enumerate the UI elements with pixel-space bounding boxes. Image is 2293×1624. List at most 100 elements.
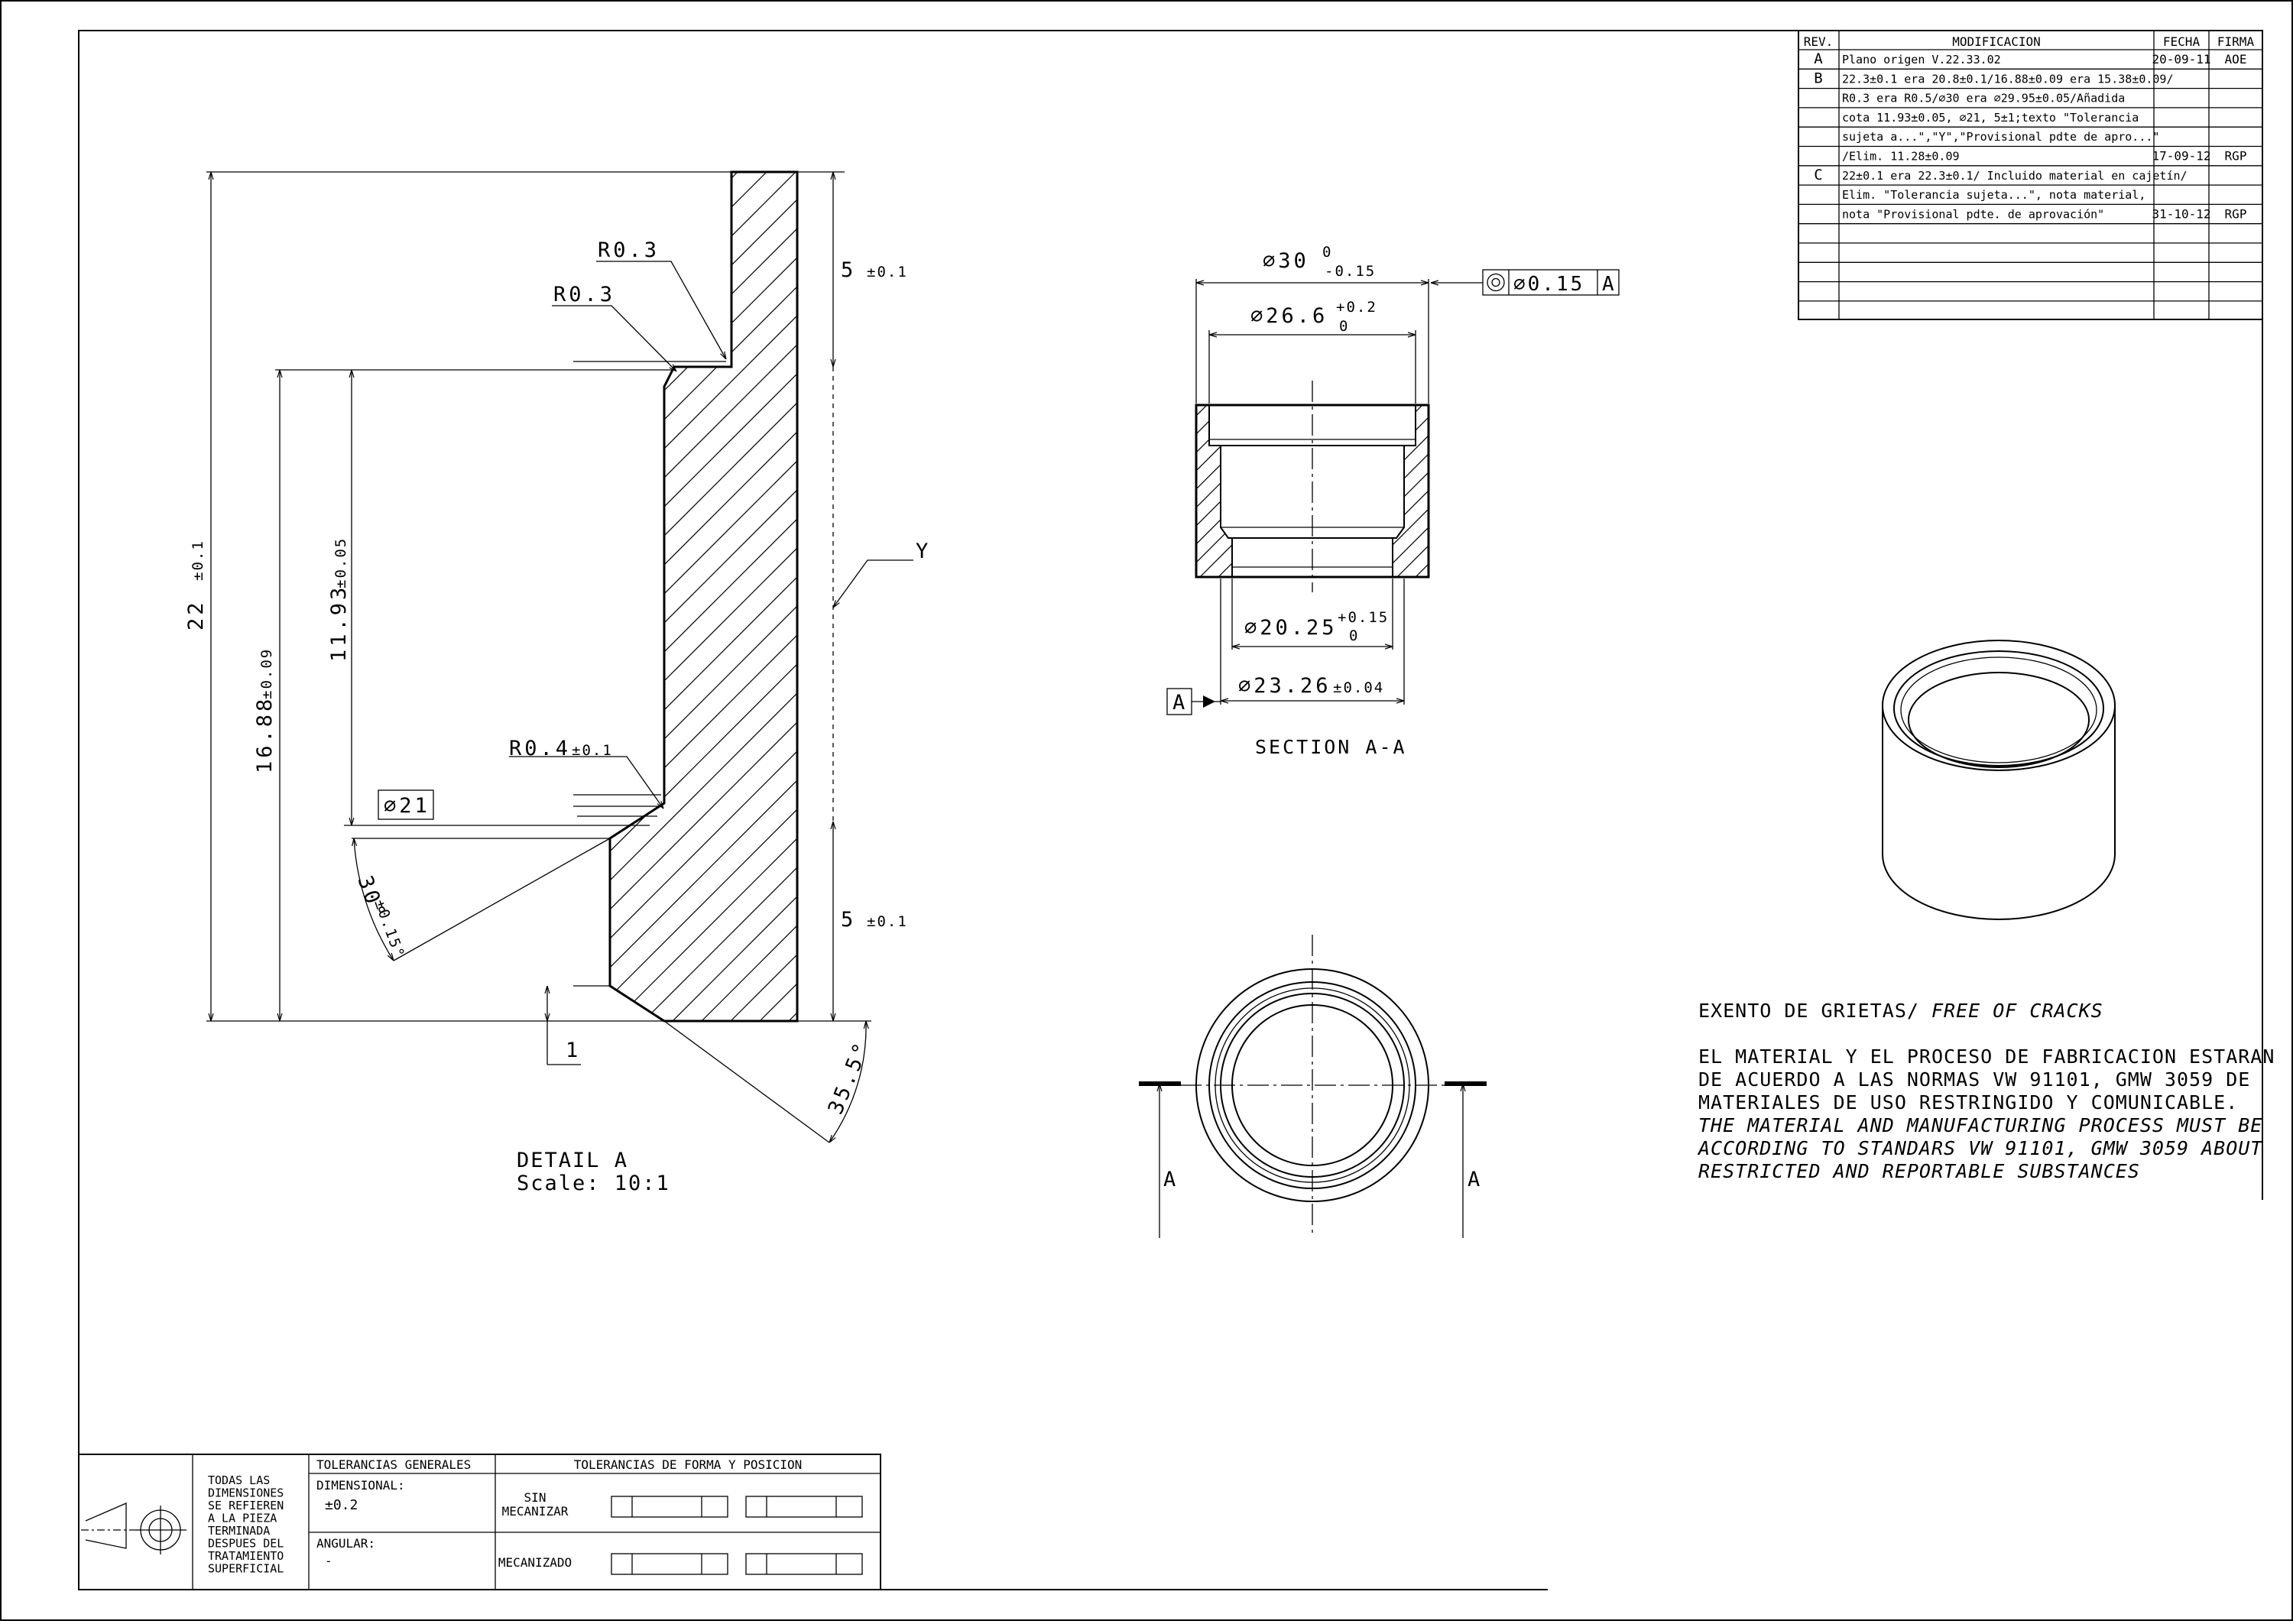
hatch-line (1196, 405, 1232, 577)
hatch-line (1503, 401, 1683, 581)
hatch-line (1393, 405, 1429, 577)
hatch-line (1134, 168, 1990, 1024)
isometric-view (1882, 640, 2116, 920)
general-tol-header: TOLERANCIAS GENERALES (316, 1457, 471, 1472)
hatch-line (1196, 405, 1211, 577)
firma-header: FIRMA (2217, 34, 2255, 49)
revision-text: nota "Provisional pdte. de aprovación" (1842, 207, 2104, 221)
revision-text: cota 11.93±0.05, ⌀21, 5±1;texto "Toleran… (1842, 111, 2139, 125)
iso-top-outer (1882, 640, 2116, 771)
revision-signature: AOE (2225, 52, 2247, 66)
dim-5-top-tol: ±0.1 (867, 264, 908, 280)
note-cracks-en: FREE OF CRACKS (1931, 1000, 2103, 1022)
modificacion-header: MODIFICACION (1952, 34, 2041, 49)
hatch-line (640, 172, 797, 1021)
hatch-line (1393, 405, 1429, 577)
hatch-line (1393, 405, 1429, 577)
hatch-line (989, 168, 1845, 1024)
hatch-line (1221, 168, 2077, 1024)
radius-r03-mid: R0.3 (553, 283, 615, 306)
hatch-line (1570, 168, 2293, 1024)
hatch-line (1393, 405, 1427, 577)
hatch-line (1522, 401, 1701, 581)
iso-body (1882, 705, 2116, 920)
section-title: SECTION A-A (1255, 736, 1407, 758)
hatch-line (1393, 405, 1429, 577)
hatch-line (1657, 168, 2293, 1024)
hatch-line (756, 172, 797, 1021)
hatch-line (610, 172, 797, 1021)
cut-label-left: A (1163, 1168, 1176, 1191)
hatch-line (610, 172, 797, 1021)
hatch-line (1279, 168, 2136, 1024)
detail-a: 22 ±0.1 16.88 ±0.09 11.93 ±0.05 5 ±0.1 5… (184, 168, 2293, 1195)
hatch-line (1018, 168, 1874, 1024)
revision-text: Elim. "Tolerancia sujeta...", nota mater… (1842, 188, 2145, 202)
hatch-line (1309, 168, 2165, 1024)
hatch-line (1540, 401, 1720, 581)
hatch-line (1306, 401, 1486, 581)
dia26-6-upper: +0.2 (1336, 299, 1377, 316)
hatch-line (610, 172, 797, 1021)
surface-note-line: DESPUES DEL (208, 1537, 284, 1551)
revision-date: 20-09-11 (2152, 52, 2210, 66)
note-cracks: EXENTO DE GRIETAS/ FREE OF CRACKS (1698, 1000, 2103, 1023)
y-label: Y (916, 540, 931, 563)
hatch-line (610, 172, 797, 1021)
concentricity-frame (1482, 269, 1620, 296)
detail-title: DETAIL A (517, 1149, 628, 1172)
revision-row: Elim. "Tolerancia sujeta...", nota mater… (1842, 188, 2145, 202)
revision-signature: RGP (2225, 149, 2247, 164)
hatch-line (1192, 168, 2048, 1024)
hatch-line (1047, 168, 1903, 1024)
hatch-line (1196, 405, 1230, 577)
hatch-line (1338, 168, 2194, 1024)
hatch-line (611, 172, 797, 1021)
hatch-line (1325, 401, 1504, 581)
dim-11-93-tol: ±0.05 (332, 537, 349, 588)
revision-row: /Elim. 11.28±0.09 17-09-12 RGP (1842, 149, 2246, 164)
dia20-25-upper: +0.15 (1338, 609, 1389, 626)
hatch-line (1467, 401, 1646, 581)
revision-rev: A (1814, 50, 1823, 67)
revision-text: 22±0.1 era 22.3±0.1/ Incluido material e… (1842, 169, 2188, 183)
hatch-line (1599, 168, 2293, 1024)
hatch-line (610, 172, 797, 1021)
hatch-line (1076, 168, 1932, 1024)
hatch-line (1430, 401, 1610, 581)
hatch-line (1013, 401, 1192, 581)
dia26-6-lower: 0 (1339, 318, 1349, 335)
note-material-es-1: EL MATERIAL Y EL PROCESO DE FABRICACION … (1698, 1045, 2275, 1068)
dia21-box (378, 789, 434, 820)
hatch-line (1398, 401, 1578, 581)
revision-text: /Elim. 11.28±0.09 (1842, 150, 1960, 164)
mecanizado-label: MECANIZADO (498, 1555, 572, 1570)
revision-date: 17-09-12 (2152, 149, 2210, 164)
hatch-line (1448, 401, 1628, 581)
dimensional-label: DIMENSIONAL: (316, 1478, 405, 1493)
hatch-line (1233, 401, 1412, 581)
hatch-line (1393, 405, 1429, 577)
hatch-line (931, 168, 1787, 1024)
hatch-line (1361, 401, 1541, 581)
dim-16-88: 16.88 (253, 696, 277, 773)
hatch-line (815, 168, 1671, 1024)
angular-value: - (325, 1554, 332, 1568)
note-material-en-2: ACCORDING TO STANDARS VW 91101, GMW 3059… (1698, 1137, 2263, 1159)
dia30-upper: 0 (1322, 244, 1332, 261)
hatch-line (1512, 168, 2293, 1024)
revision-row: R0.3 era R0.5/⌀30 era ⌀29.95±0.05/Añadid… (1842, 92, 2125, 105)
hatch-line (1558, 401, 1738, 581)
hatch-line (873, 168, 1729, 1024)
hatch-line (1454, 168, 2293, 1024)
hatch-line (610, 172, 797, 1021)
inner-frame (78, 30, 2263, 1590)
dia20-25-lower: 0 (1349, 627, 1359, 644)
hatch-line (1577, 401, 1756, 581)
dia20-25-label: ⌀20.25 (1244, 616, 1338, 640)
note-material-es-3: MATERIALES DE USO RESTRINGIDO Y COMUNICA… (1698, 1091, 2239, 1113)
